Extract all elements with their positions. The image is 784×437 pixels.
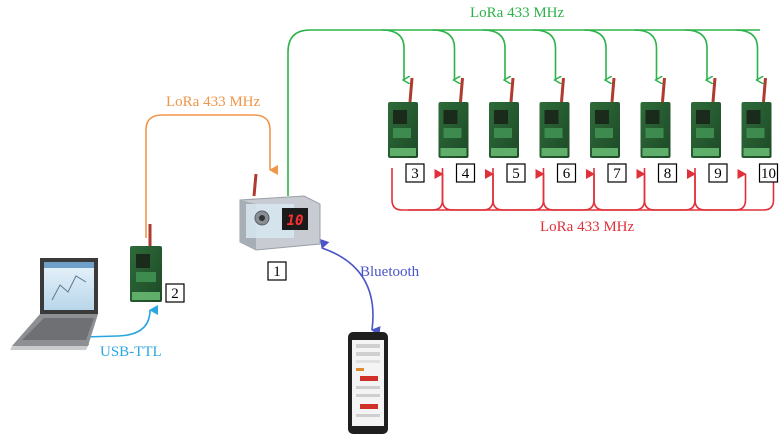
component-shape (544, 128, 563, 138)
bluetooth-label: Bluetooth (360, 264, 420, 280)
lora-label-green: LoRa 433 MHz (470, 5, 564, 21)
chip-shape (746, 110, 761, 124)
lora-link-green-trunk (287, 29, 760, 196)
antenna-icon (408, 77, 414, 103)
lora-node-8: 8 (640, 77, 678, 183)
node-number: 7 (613, 166, 621, 182)
lora-label-red: LoRa 433 MHz (540, 219, 634, 235)
terminal-shape (743, 148, 770, 156)
lora-link-green-branch (684, 29, 707, 80)
terminal-shape (642, 148, 669, 156)
node-number: 5 (512, 166, 520, 182)
lora-link-green-branch (381, 29, 404, 80)
lora-node-5: 5 (489, 77, 526, 183)
lora-link-red (391, 168, 775, 211)
usb-ttl-link (79, 305, 159, 346)
chip-shape (494, 110, 508, 124)
antenna-icon (252, 173, 258, 197)
node-number-box (708, 163, 728, 183)
node-number: 10 (761, 166, 776, 182)
node-number-box (607, 163, 627, 183)
lora-link-green-branch (634, 29, 657, 80)
bluetooth-link (319, 238, 381, 336)
terminal-shape (440, 148, 467, 156)
node-number: 3 (411, 166, 419, 182)
gateway-number: 1 (273, 264, 281, 280)
lora-link-green-branch (533, 29, 556, 80)
lora-node-9: 9 (691, 77, 728, 183)
terminal-shape (592, 148, 618, 156)
chip-shape (595, 110, 609, 124)
terminal-shape (541, 148, 568, 156)
node-number: 9 (714, 166, 722, 182)
lora-node-6: 6 (539, 77, 577, 183)
chip-shape (696, 110, 710, 124)
terminal-shape (390, 148, 416, 156)
lora-link-green (287, 29, 760, 196)
smartphone-icon (348, 332, 388, 434)
lora-node-2: 2 (130, 224, 185, 303)
component-shape (443, 128, 462, 138)
lora-node-10: 10 (741, 77, 779, 183)
gateway-controller-icon: 10 1 (239, 173, 321, 281)
node-number: 4 (462, 166, 470, 182)
antenna-icon (509, 77, 515, 103)
chip-shape (443, 110, 458, 124)
lora-link-green-branch (432, 29, 455, 80)
component-shape (645, 128, 664, 138)
node-number-box (506, 163, 526, 183)
lora-link-red-outer (408, 168, 775, 211)
node-number-box (657, 163, 678, 183)
lora-node-4: 4 (438, 77, 476, 183)
chip-shape (645, 110, 660, 124)
antenna-icon (711, 77, 717, 103)
component-shape (746, 128, 765, 138)
lora-node-3: 3 (388, 77, 425, 183)
lora-node-7: 7 (590, 77, 627, 183)
lora-link-green-branch (482, 29, 505, 80)
node-number-box (165, 283, 185, 303)
lora-link-green-branch (583, 29, 606, 80)
gateway-display: 10 (287, 213, 304, 229)
node-number-box (455, 163, 476, 183)
node-number-box (556, 163, 577, 183)
component-shape (494, 128, 512, 138)
terminal-shape (693, 148, 719, 156)
node-number: 6 (563, 166, 571, 182)
antenna-icon (610, 77, 616, 103)
lora-nodes-row: 3 4 5 6 7 8 9 10 (388, 77, 779, 183)
antenna-icon (762, 77, 767, 103)
component-shape (595, 128, 613, 138)
node-number-box (758, 163, 779, 183)
node-number-box (405, 163, 425, 183)
node-number: 2 (171, 286, 179, 302)
antenna-icon (459, 77, 464, 103)
laptop-icon (10, 258, 98, 350)
antenna-icon (560, 77, 565, 103)
node-number: 8 (664, 166, 672, 182)
component-shape (393, 128, 411, 138)
lora-label-orange: LoRa 433 MHz (166, 94, 260, 110)
lora-link-green-branch (735, 29, 758, 80)
node-number-box (267, 261, 287, 281)
component-shape (696, 128, 714, 138)
usb-ttl-label: USB-TTL (100, 344, 162, 360)
chip-shape (393, 110, 407, 124)
lora-link-orange (145, 114, 278, 238)
chip-shape (544, 110, 559, 124)
antenna-icon (661, 77, 666, 103)
terminal-shape (491, 148, 517, 156)
